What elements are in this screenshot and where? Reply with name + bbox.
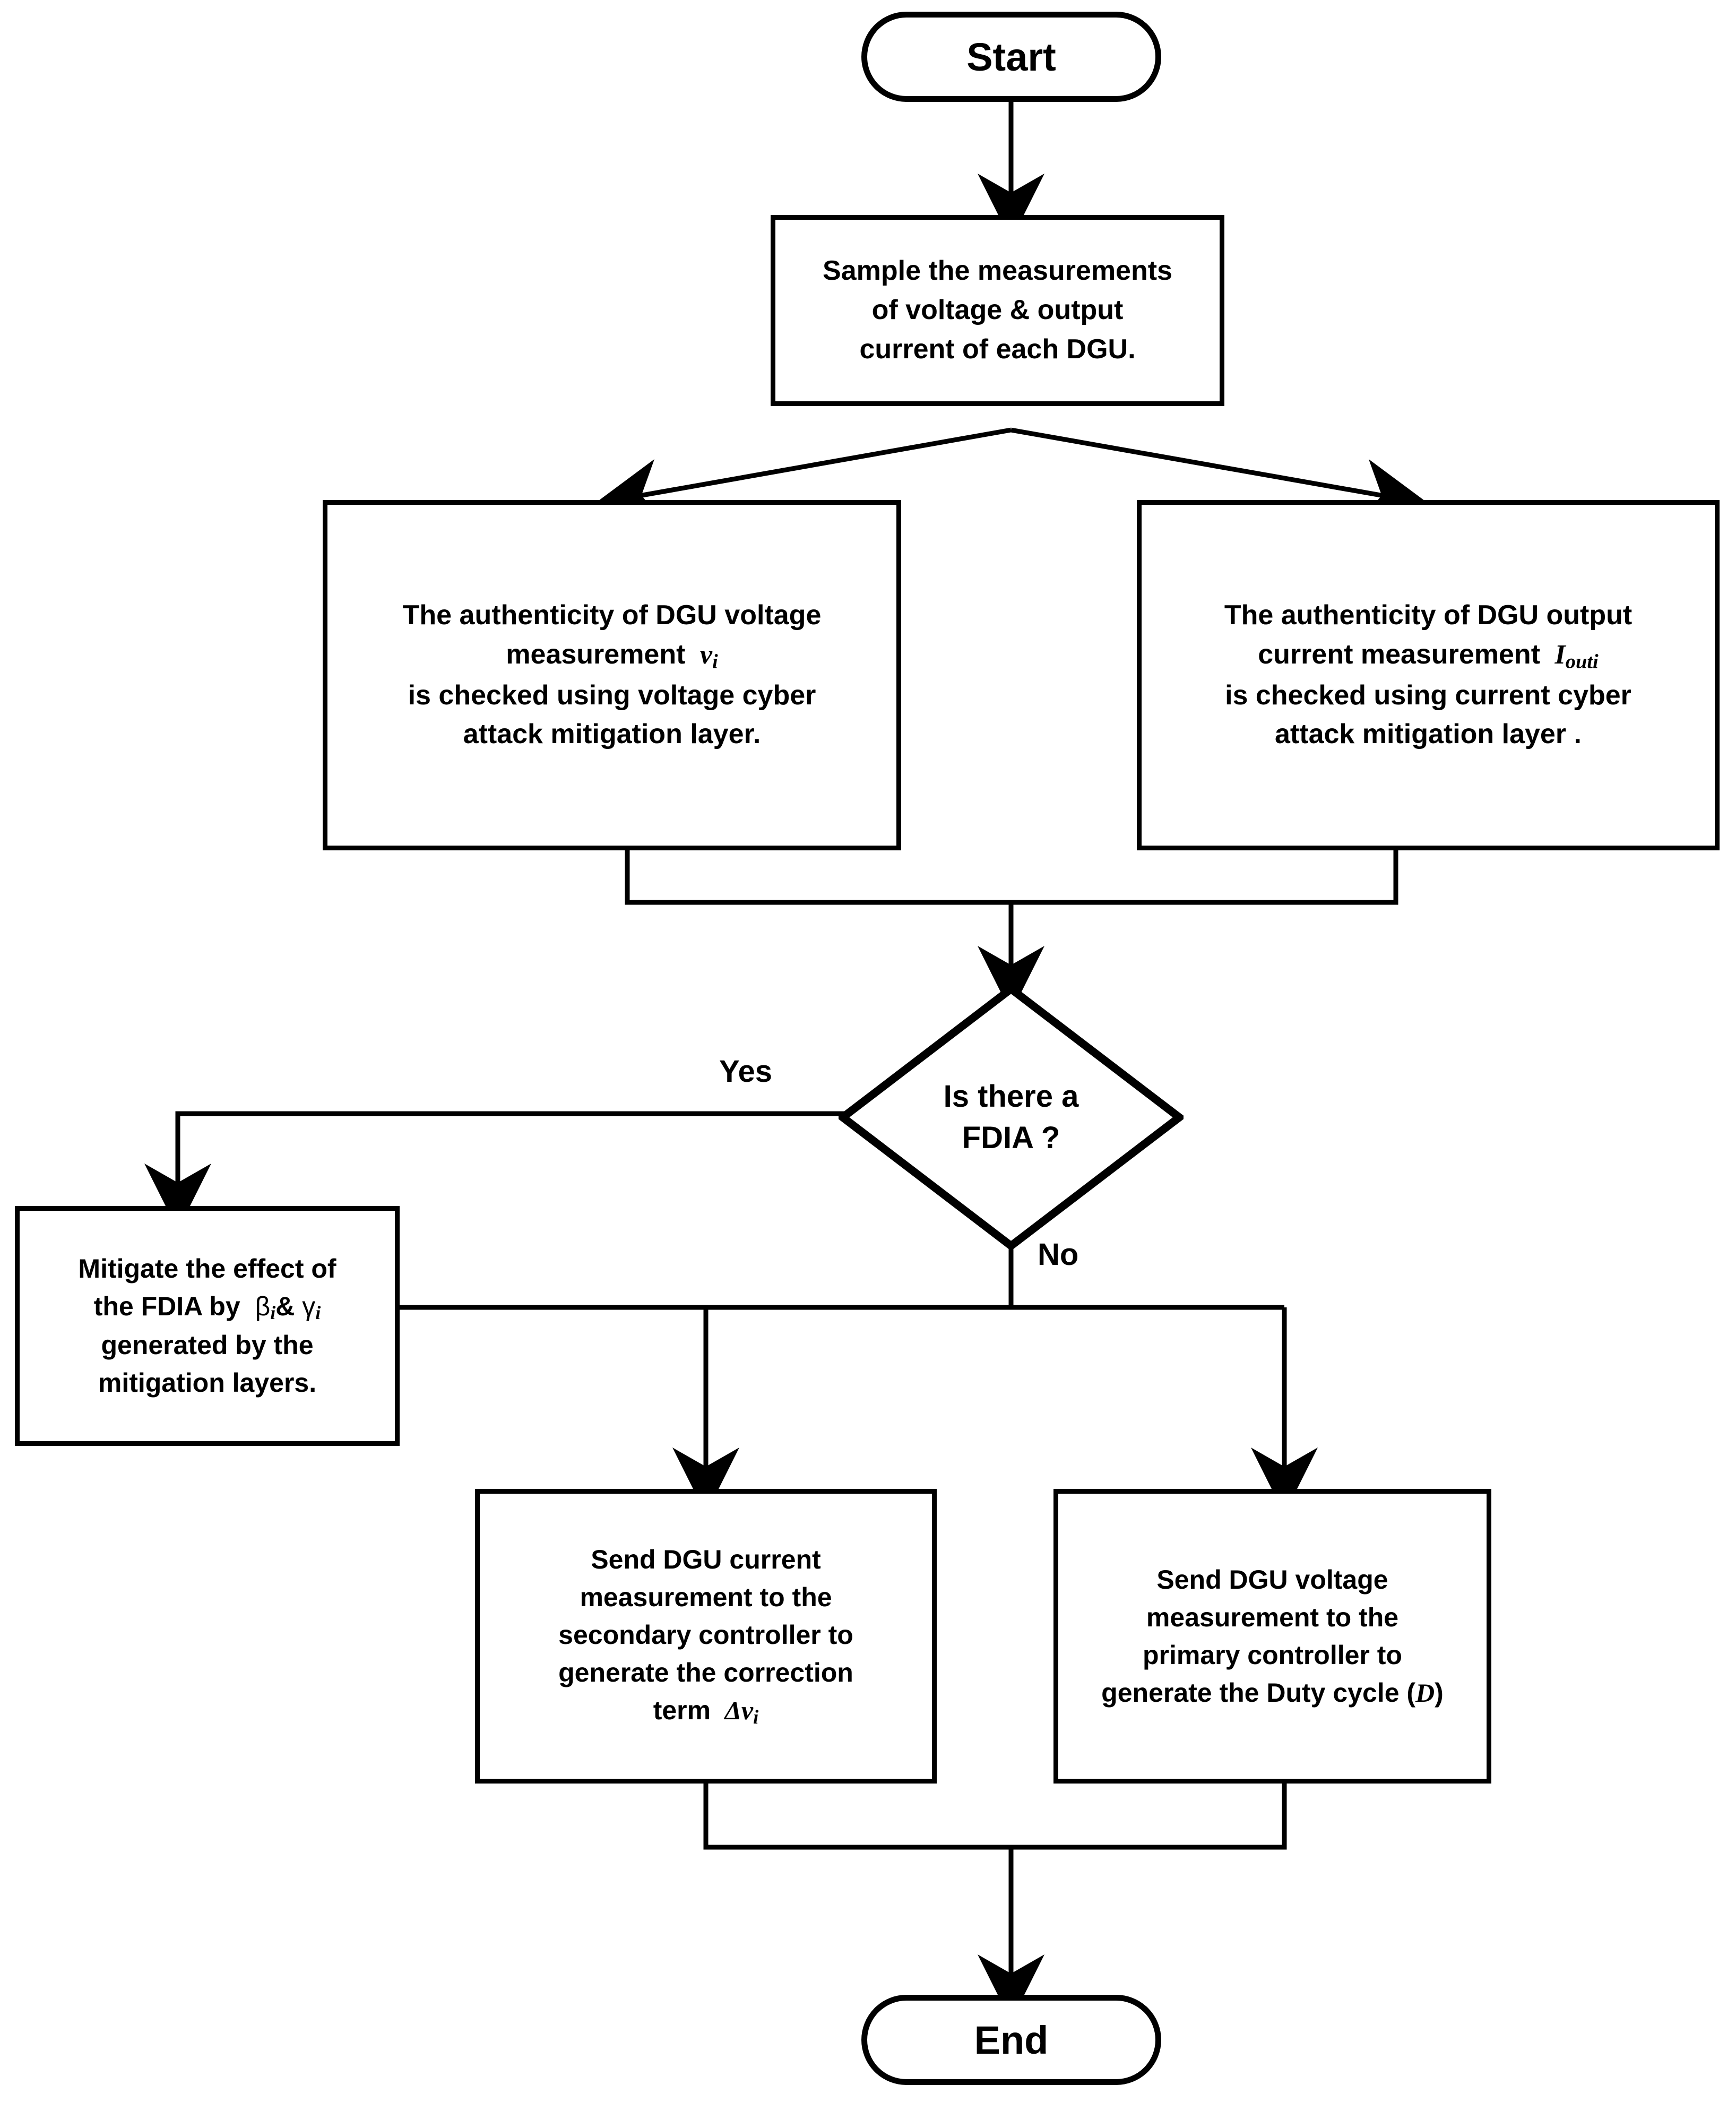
beta-subscript: i [270, 1302, 276, 1324]
secondary-line-5-prefix: term [653, 1695, 711, 1725]
current-line-4: attack mitigation layer . [1275, 719, 1582, 750]
mitigate-line-2: the FDIA by βi& γi [78, 1288, 336, 1326]
mitigate-line-1: Mitigate the effect of [78, 1253, 336, 1283]
voltage-check-text: The authenticity of DGU voltage measurem… [403, 596, 822, 755]
start-terminal[interactable]: Start [861, 12, 1161, 102]
voltage-line-2: measurement vi [403, 635, 822, 676]
primary-line-4-suffix: ) [1435, 1677, 1444, 1708]
mitigate-line-2-prefix: the FDIA by [93, 1291, 240, 1321]
secondary-text: Send DGU current measurement to the seco… [558, 1541, 853, 1732]
voltage-symbol: vi [693, 639, 718, 673]
mitigate-line-4: mitigation layers. [98, 1368, 317, 1398]
primary-text: Send DGU voltage measurement to the prim… [1101, 1561, 1444, 1712]
voltage-line-4: attack mitigation layer. [463, 719, 761, 750]
duty-cycle-symbol: D [1415, 1677, 1435, 1708]
current-authenticity-box[interactable]: The authenticity of DGU output current m… [1137, 500, 1720, 850]
voltage-symbol-base: v [699, 639, 712, 670]
current-line-3: is checked using current cyber [1225, 679, 1631, 711]
yes-branch-label: Yes [719, 1054, 772, 1089]
edge-sample-to-current [1010, 427, 1429, 526]
mitigate-ampersand: & [275, 1291, 295, 1321]
start-label: Start [966, 35, 1056, 79]
edge-voltage-merge [625, 850, 1011, 905]
voltage-authenticity-box[interactable]: The authenticity of DGU voltage measurem… [323, 500, 901, 850]
primary-line-3: primary controller to [1142, 1640, 1402, 1670]
no-branch-label: No [1038, 1237, 1079, 1272]
delta-v-base: Δv [724, 1695, 754, 1725]
decision-line-2: FDIA ? [962, 1121, 1060, 1155]
current-symbol-subscript: outi [1565, 650, 1599, 673]
sample-line-1: Sample the measurements [823, 255, 1172, 287]
secondary-line-2: measurement to the [580, 1582, 832, 1612]
decision-text: Is there a FDIA ? [944, 1076, 1079, 1158]
sample-line-2: of voltage & output [871, 295, 1124, 326]
decision-line-1: Is there a [943, 1079, 1079, 1114]
delta-v-subscript: i [753, 1706, 759, 1728]
gamma-subscript: i [315, 1302, 321, 1324]
end-label: End [974, 2018, 1049, 2062]
current-line-1: The authenticity of DGU output [1224, 599, 1633, 631]
primary-controller-box[interactable]: Send DGU voltage measurement to the prim… [1053, 1489, 1491, 1784]
edge-secondary-merge [703, 1784, 1011, 1850]
gamma-base: γ [302, 1291, 316, 1321]
beta-symbol: βi [248, 1291, 276, 1324]
primary-line-1: Send DGU voltage [1156, 1564, 1388, 1595]
primary-line-4-prefix: generate the Duty cycle ( [1101, 1677, 1416, 1708]
fdia-decision-diamond[interactable]: Is there a FDIA ? [839, 985, 1184, 1250]
secondary-line-5: term Δvi [558, 1692, 853, 1732]
primary-line-4: generate the Duty cycle (D) [1101, 1674, 1444, 1712]
mitigate-effect-box[interactable]: Mitigate the effect of the FDIA by βi& γ… [15, 1206, 400, 1446]
voltage-line-1: The authenticity of DGU voltage [402, 599, 822, 631]
gamma-symbol: γi [295, 1291, 321, 1324]
sample-measurements-box[interactable]: Sample the measurements of voltage & out… [771, 215, 1224, 406]
edge-sample-to-voltage [594, 427, 1012, 526]
voltage-line-3: is checked using voltage cyber [408, 679, 816, 711]
current-line-2: current measurement Iouti [1224, 635, 1632, 676]
diamond-shape [839, 985, 1184, 1250]
delta-v-symbol: Δvi [718, 1695, 759, 1728]
edge-primary-merge [1011, 1784, 1287, 1850]
mitigate-line-3: generated by the [101, 1330, 314, 1360]
secondary-line-1: Send DGU current [591, 1544, 821, 1574]
edge-yes-to-mitigate [144, 1111, 847, 1230]
sample-text: Sample the measurements of voltage & out… [823, 252, 1172, 369]
secondary-line-3: secondary controller to [558, 1619, 853, 1650]
end-terminal[interactable]: End [861, 1995, 1161, 2085]
voltage-symbol-subscript: i [712, 650, 718, 673]
voltage-line-2-prefix: measurement [506, 639, 686, 670]
mitigate-text: Mitigate the effect of the FDIA by βi& γ… [78, 1250, 336, 1402]
edge-current-merge [1011, 850, 1398, 905]
secondary-line-4: generate the correction [558, 1657, 853, 1687]
current-line-2-prefix: current measurement [1258, 639, 1541, 670]
secondary-controller-box[interactable]: Send DGU current measurement to the seco… [475, 1489, 937, 1784]
beta-base: β [255, 1291, 271, 1321]
current-check-text: The authenticity of DGU output current m… [1224, 596, 1632, 755]
current-symbol-base: I [1554, 639, 1566, 670]
current-symbol: Iouti [1548, 639, 1599, 673]
primary-line-2: measurement to the [1146, 1602, 1399, 1632]
sample-line-3: current of each DGU. [859, 333, 1136, 365]
